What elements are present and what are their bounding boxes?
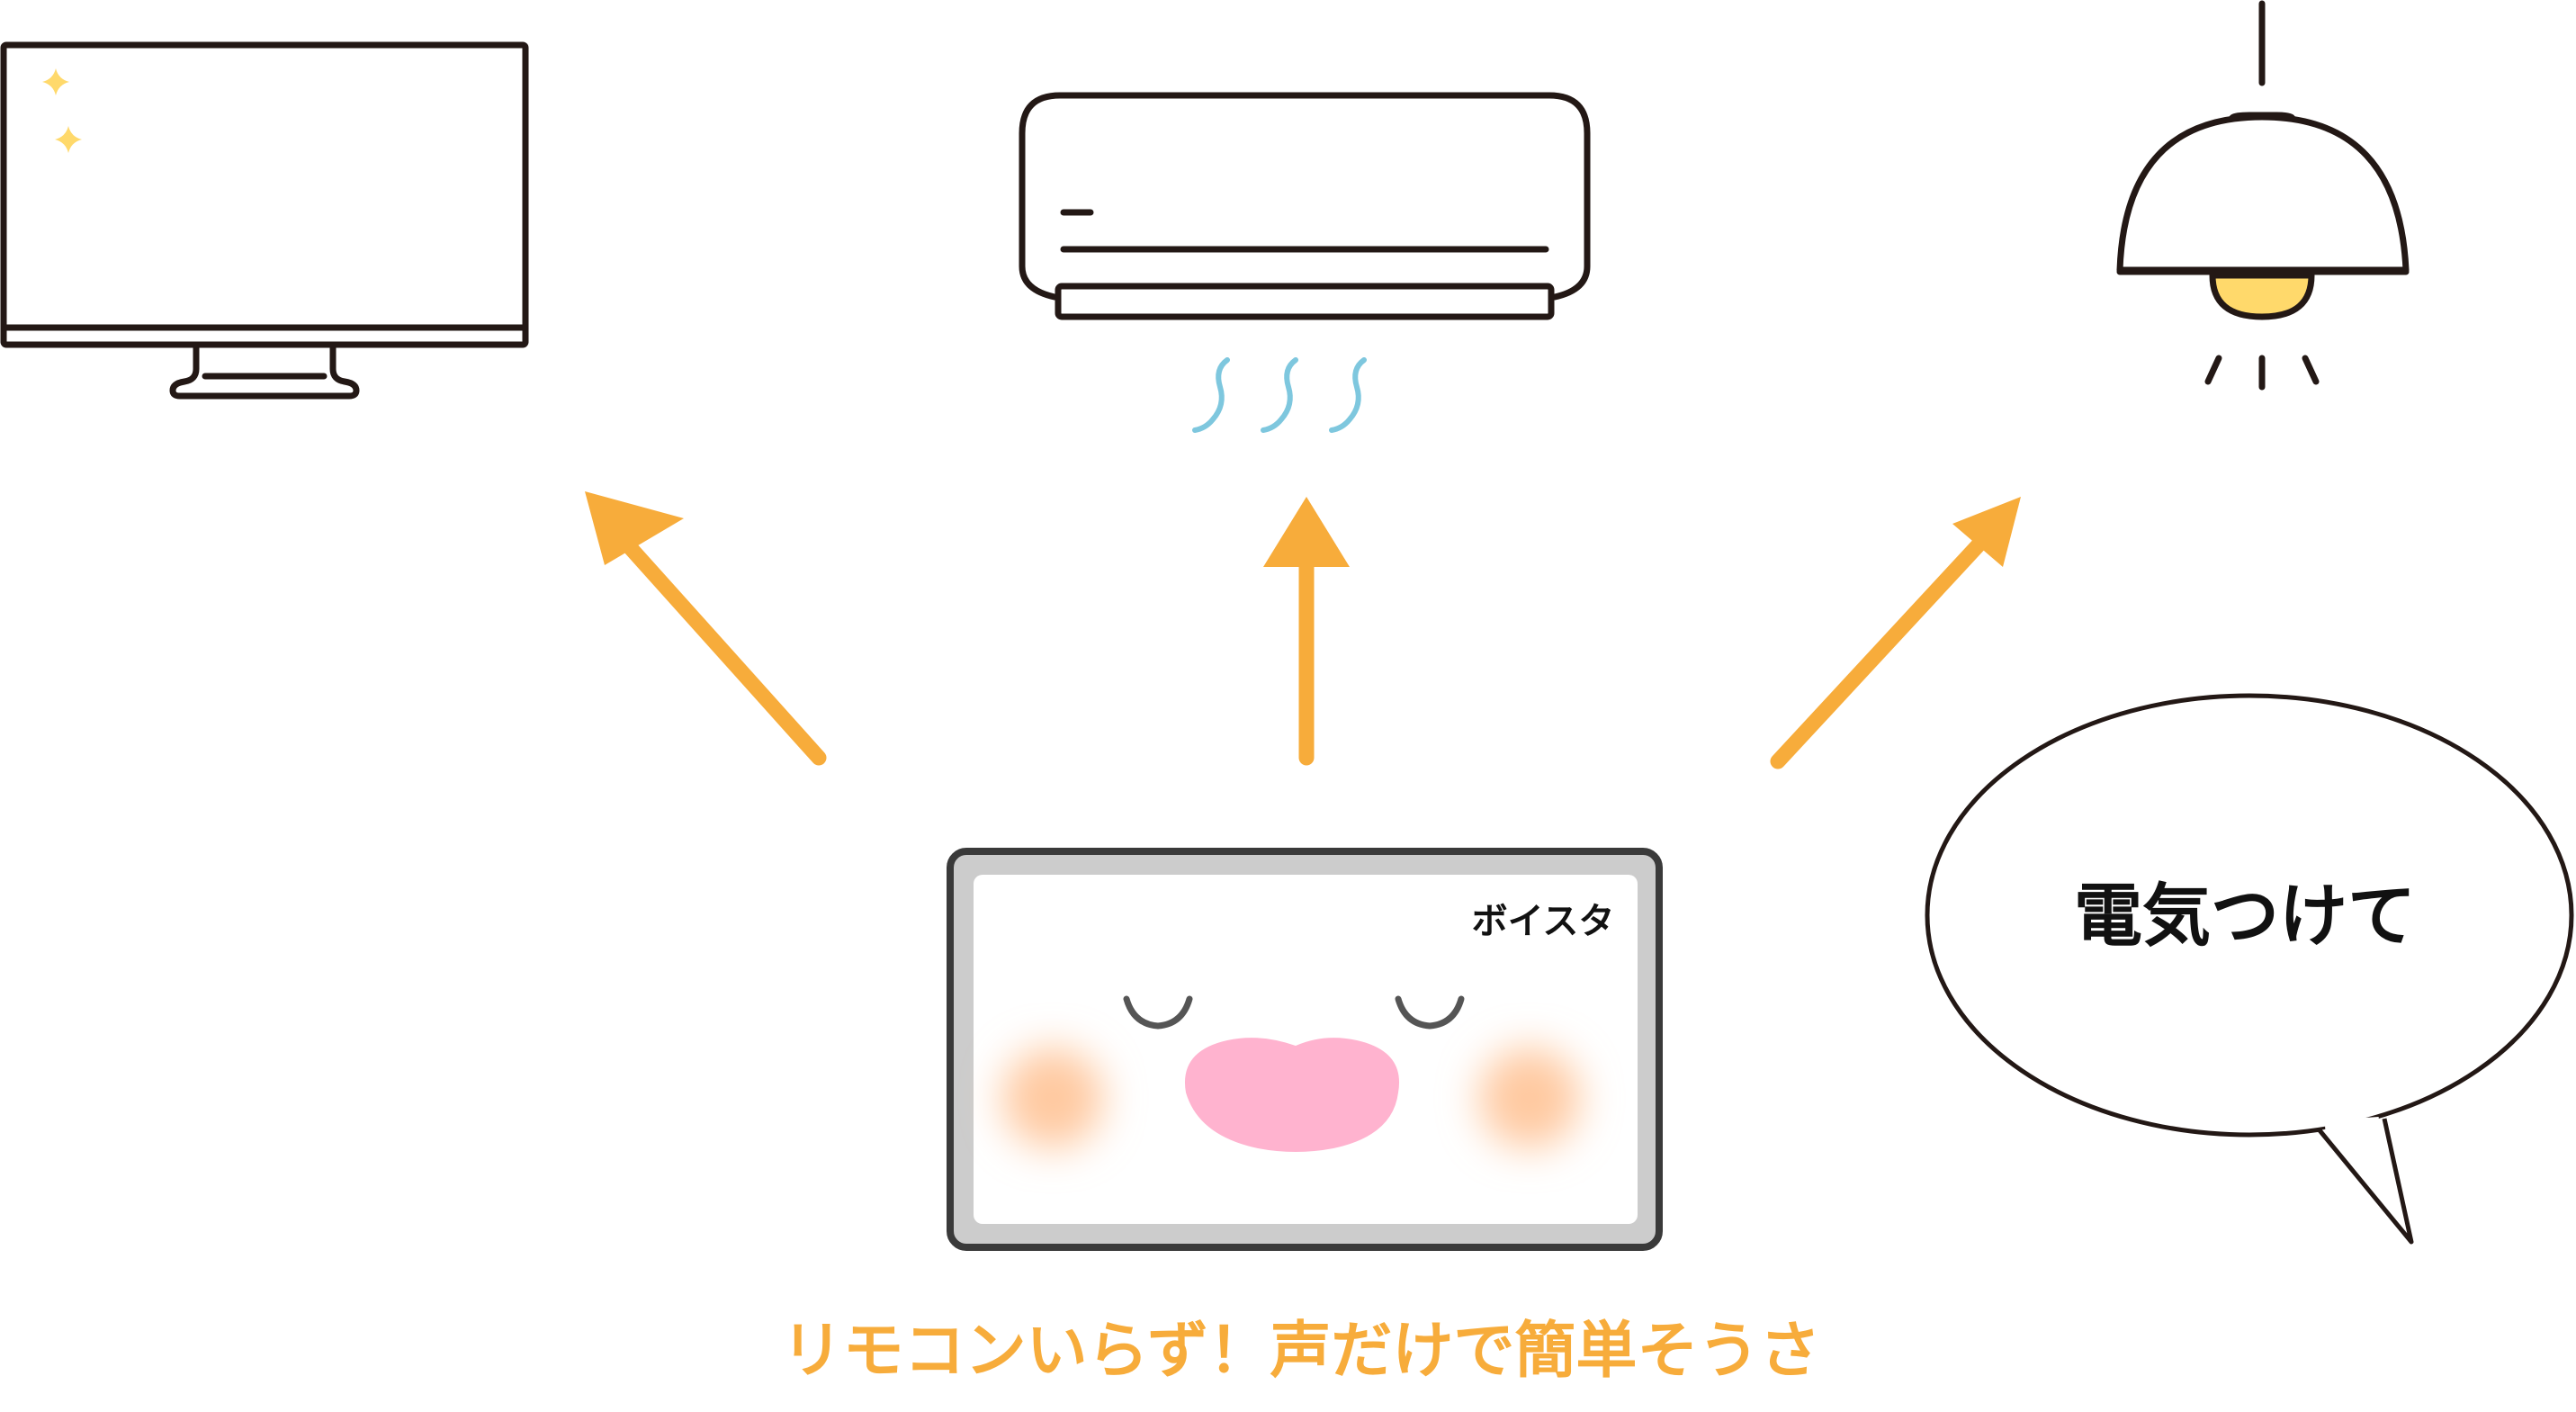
- air-conditioner-icon: [1019, 92, 1591, 320]
- tv-icon: [0, 41, 529, 400]
- speech-bubble-text: 電気つけて: [2074, 876, 2416, 956]
- nose-mouth: [1184, 1038, 1400, 1152]
- sparkle-icon: [42, 68, 82, 153]
- left-cheek: [1002, 1048, 1103, 1148]
- arrow-to-tv: [585, 491, 827, 766]
- smart-speaker-device: ボイスタ: [947, 848, 1663, 1251]
- right-eye: [1395, 995, 1465, 1030]
- right-cheek: [1479, 1048, 1580, 1148]
- device-name-label: ボイスタ: [1472, 901, 1615, 942]
- arrow-to-lamp: [1770, 497, 2021, 769]
- pendant-lamp-icon: [2116, 0, 2410, 391]
- left-eye: [1123, 995, 1193, 1030]
- airflow-icon: [1192, 357, 1367, 433]
- caption-text: リモコンいらず！声だけで簡単そうさ: [782, 1316, 1821, 1387]
- arrow-to-air-conditioner: [1263, 497, 1350, 766]
- speech-bubble: 電気つけて: [1925, 693, 2574, 1245]
